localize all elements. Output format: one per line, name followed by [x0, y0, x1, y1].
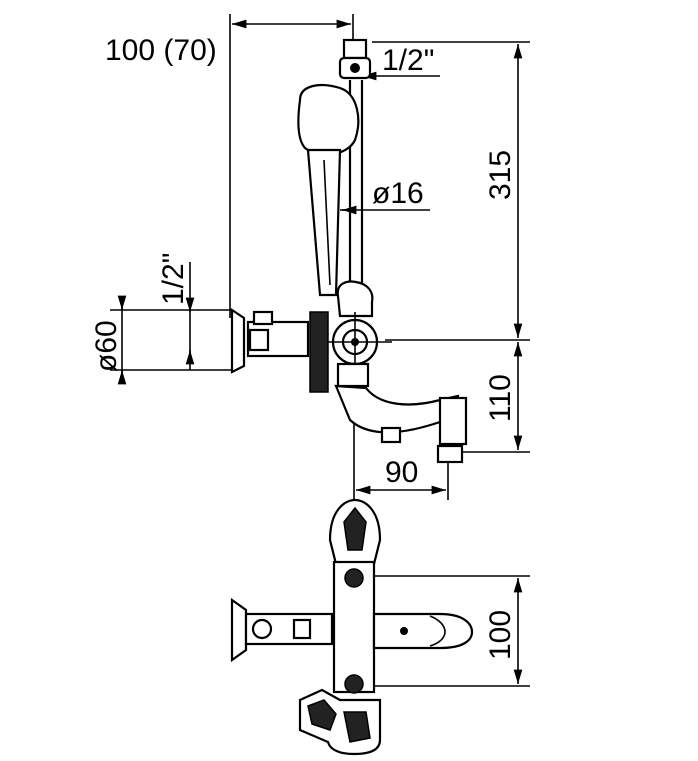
plan-knob-top-face — [343, 506, 367, 551]
spout-nut — [336, 362, 370, 388]
dim-label-spout-reach: 90 — [385, 456, 418, 489]
dim-label-flange-diameter: ø60 — [90, 320, 123, 372]
spout-aerator — [436, 444, 464, 464]
dim-label-plan-depth: 100 — [484, 610, 517, 660]
plan-body-port-bottom — [344, 674, 364, 694]
plan-view: 100 — [230, 498, 530, 756]
plan-wall-arm-cap — [292, 618, 312, 640]
holder-clamp — [336, 280, 374, 318]
plan-body-port-top — [344, 568, 364, 588]
plan-spout-detail — [429, 615, 446, 647]
spout-outlet — [438, 396, 468, 446]
dim-label-thread-top: 1/2" — [382, 44, 434, 77]
hatched-hose-section — [309, 311, 329, 393]
wall-arm-cap — [252, 310, 274, 326]
dim-label-thread-side: 1/2" — [157, 253, 190, 305]
plan-wall-flange — [230, 597, 248, 663]
wall-arm — [246, 320, 310, 358]
plan-knob-bottom-face-right — [343, 711, 371, 743]
top-nut — [342, 38, 368, 60]
plan-spout — [372, 612, 474, 650]
side-view: 100 (70) 1/2" 315 110 90 ø16 1/2" — [90, 14, 530, 500]
wall-arm-nut — [248, 328, 270, 352]
shower-handle — [306, 148, 342, 297]
plan-wall-arm-nut — [251, 618, 273, 640]
dim-label-lower-height: 110 — [484, 374, 517, 422]
dim-label-pipe-diameter: ø16 — [372, 177, 424, 210]
top-connector-hole — [350, 63, 360, 73]
dim-label-height-total: 315 — [484, 150, 517, 200]
wall-flange — [230, 307, 246, 374]
shower-handle-detail — [323, 159, 331, 286]
shower-head — [297, 84, 360, 156]
plan-spout-hole — [400, 627, 408, 635]
plan-knob-bottom-face-left — [307, 699, 337, 731]
spout-diverter — [380, 426, 402, 444]
dim-label-width-top: 100 (70) — [105, 34, 217, 67]
